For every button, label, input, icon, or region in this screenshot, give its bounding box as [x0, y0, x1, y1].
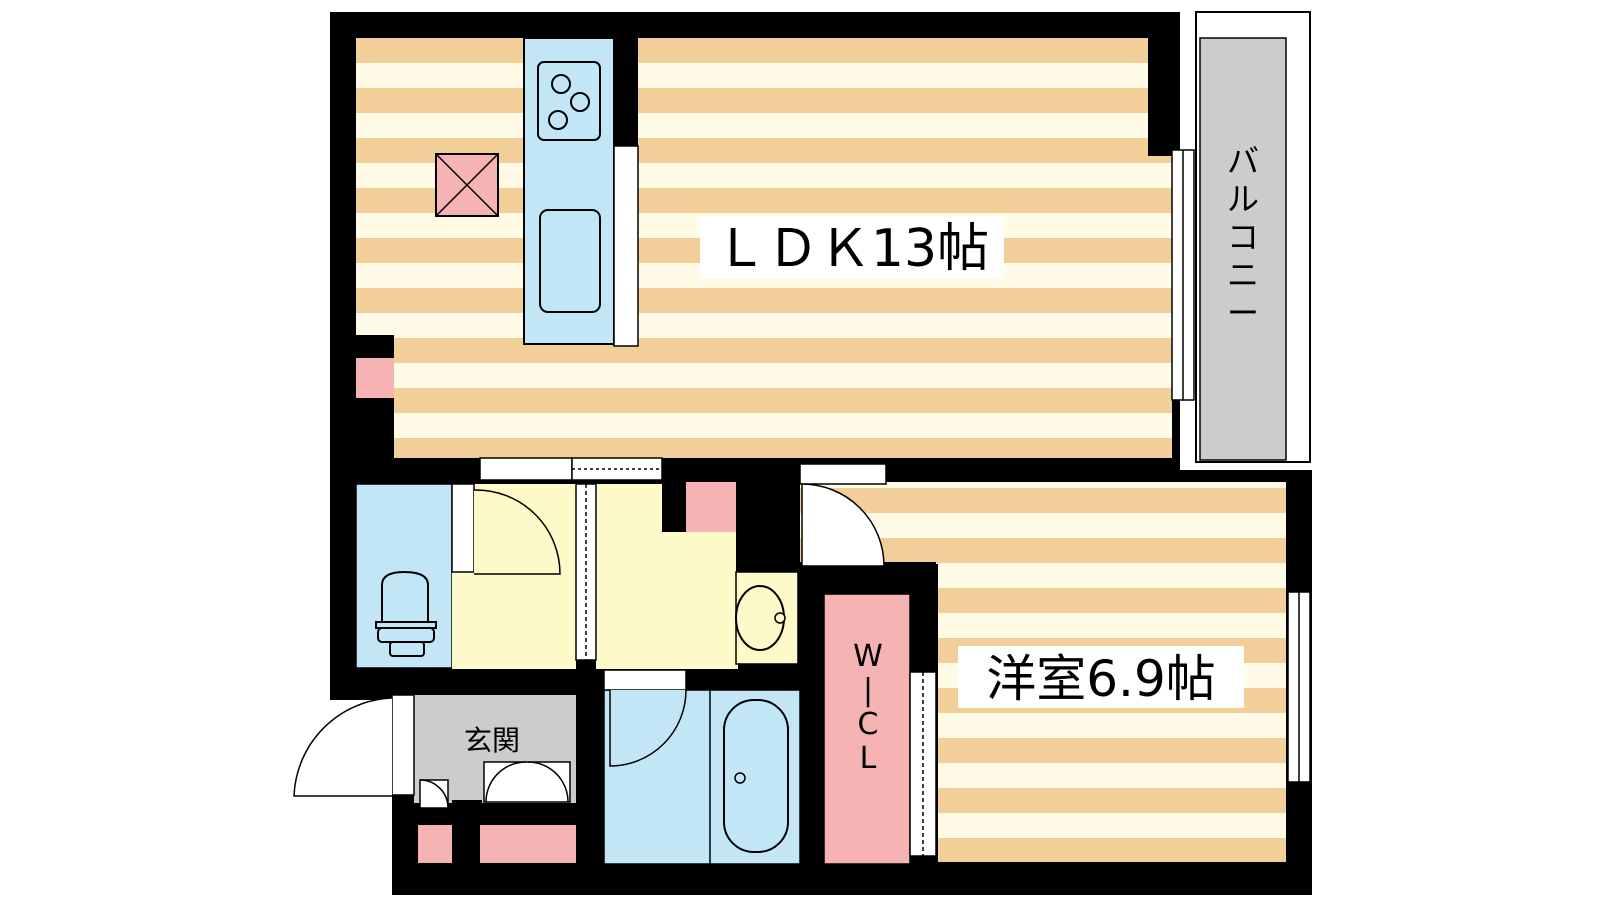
- hallway: [451, 462, 798, 669]
- bathtub-icon: [723, 699, 789, 853]
- kitchen-counter: [523, 37, 639, 347]
- label-char: |: [863, 673, 873, 708]
- ldk-label: ＬＤＫ13帖: [700, 216, 1004, 279]
- svg-text:ＬＤＫ13帖: ＬＤＫ13帖: [715, 219, 989, 279]
- front-door-swing: [293, 697, 393, 797]
- walk-in-closet: [823, 593, 937, 865]
- toilet-icon: [375, 570, 437, 657]
- label-char: ニ: [1227, 256, 1259, 294]
- western-room-door-swing: [801, 483, 885, 567]
- svg-text:洋室6.9帖: 洋室6.9帖: [986, 650, 1216, 708]
- toilet-room: [355, 483, 453, 669]
- bathroom: [603, 669, 801, 865]
- entrance-label: 玄関: [464, 724, 520, 757]
- label-char: L: [860, 741, 877, 776]
- label-char: W: [853, 639, 883, 674]
- western-room-label: 洋室6.9帖: [958, 646, 1244, 708]
- label-char: C: [858, 707, 879, 742]
- label-char: コ: [1227, 218, 1259, 256]
- balcony: [1195, 11, 1311, 463]
- svg-text:玄関: 玄関: [464, 724, 520, 757]
- ldk-room: [356, 38, 1195, 460]
- label-char: バ: [1227, 142, 1259, 180]
- label-char: ー: [1227, 294, 1259, 332]
- entrance: [293, 694, 576, 863]
- washbasin: [735, 571, 799, 665]
- stove-icon: [548, 74, 590, 130]
- bath-door-swing: [609, 689, 687, 767]
- label-char: ル: [1227, 180, 1259, 218]
- ldk-hall-doors: [479, 457, 663, 481]
- refrigerator-space-icon: [435, 153, 499, 217]
- sink-icon: [539, 209, 601, 313]
- toilet-door-swing: [473, 489, 561, 575]
- walk-in-closet-label: W|CL: [853, 639, 883, 776]
